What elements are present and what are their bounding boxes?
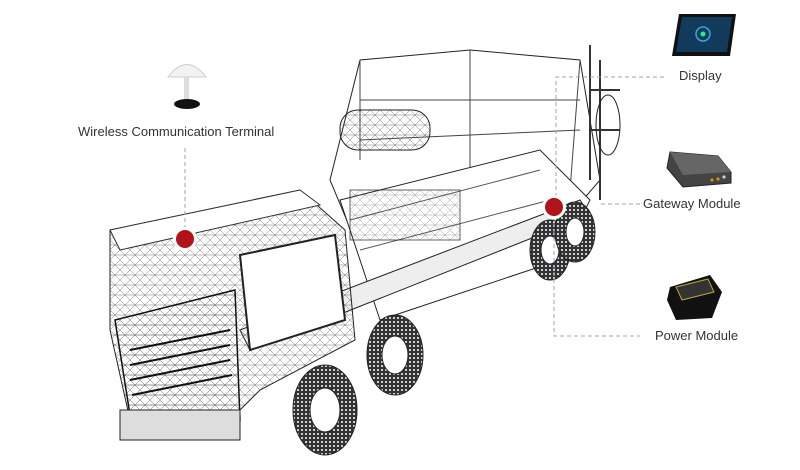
gateway-box-icon [666, 151, 732, 188]
tablet-display-icon [672, 14, 736, 56]
leader-lines [184, 76, 664, 337]
marker-wireless-terminal[interactable] [176, 230, 194, 248]
power-module-icon [667, 275, 722, 320]
leader-power [553, 216, 640, 337]
leader-display [555, 76, 664, 200]
label-wireless-communication-terminal: Wireless Communication Terminal [78, 124, 275, 139]
marker-rear-modules[interactable] [545, 198, 563, 216]
truck-wireframe [109, 45, 621, 456]
label-power-module: Power Module [655, 328, 739, 343]
label-display: Display [679, 68, 722, 83]
antenna-icon [166, 64, 208, 109]
label-gateway-module: Gateway Module [643, 196, 741, 211]
wheels [292, 201, 596, 456]
